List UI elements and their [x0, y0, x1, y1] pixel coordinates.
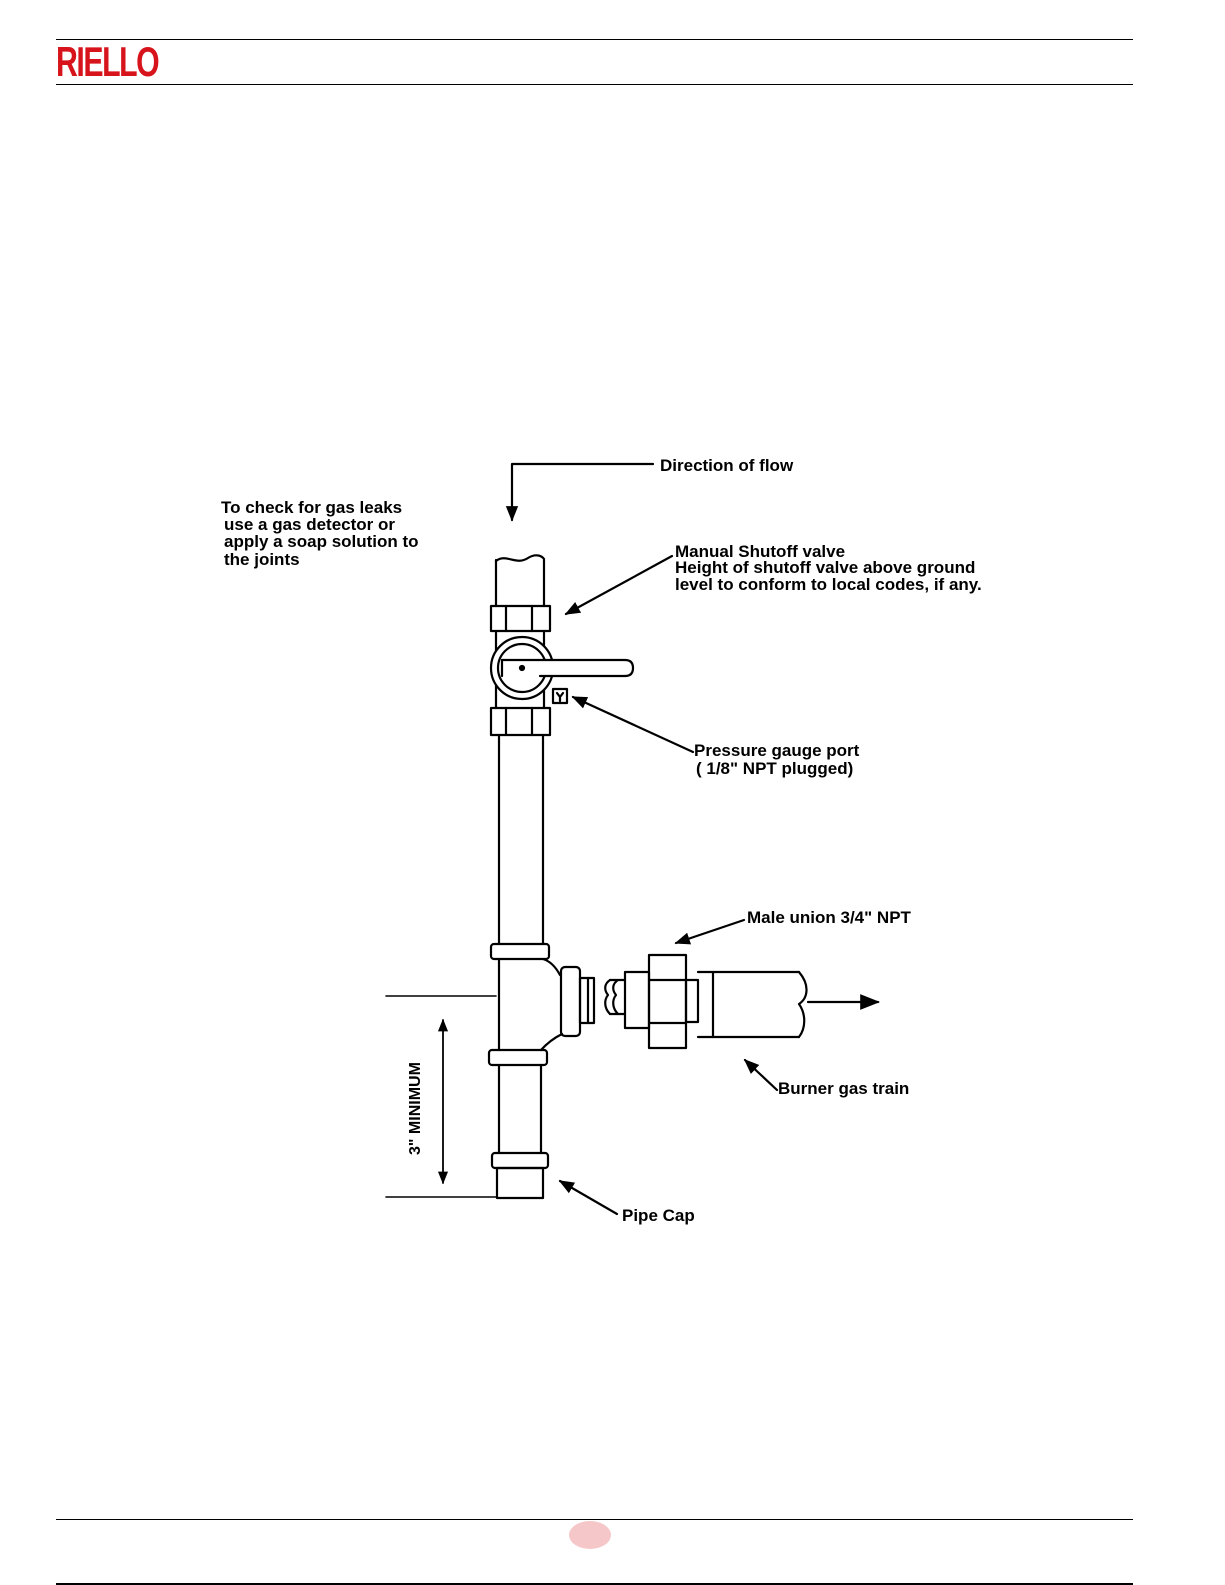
page-number-badge — [569, 1521, 611, 1549]
shutoff-valve — [489, 629, 635, 710]
drip-leg — [490, 1063, 550, 1200]
header-rule-top — [56, 39, 1133, 40]
label-leaks-line-3: apply a soap solution to — [224, 532, 419, 551]
tee-fitting — [487, 942, 596, 1067]
label-valve-line-1: Manual Shutoff valve — [675, 542, 846, 561]
male-union — [604, 953, 700, 1050]
gauge-leader — [571, 695, 695, 754]
label-leaks-line-2: use a gas detector or — [224, 515, 396, 534]
direction-arrow — [505, 462, 655, 522]
header-rule-bottom — [56, 84, 1133, 85]
top-pipe — [494, 554, 546, 608]
label-male-union: Male union 3/4" NPT — [747, 908, 911, 927]
label-direction-of-flow: Direction of flow — [660, 456, 794, 475]
footer-rule-bottom — [56, 1583, 1133, 1585]
footer-rule-top — [56, 1519, 1133, 1520]
riser-pipe — [497, 733, 545, 946]
upper-coupling — [489, 604, 552, 633]
burner-gas-train — [696, 970, 880, 1039]
train-leader — [743, 1058, 779, 1092]
lower-coupling — [489, 706, 552, 737]
label-valve-line-2: Height of shutoff valve above ground — [675, 558, 976, 577]
label-3-inch-minimum: 3" MINIMUM — [407, 1062, 424, 1155]
label-gauge-line-2: ( 1/8" NPT plugged) — [696, 759, 854, 778]
valve-leader — [564, 554, 674, 616]
label-gauge-line-1: Pressure gauge port — [694, 741, 860, 760]
cap-leader — [558, 1179, 619, 1216]
label-burner-gas-train: Burner gas train — [778, 1079, 910, 1098]
riello-logo: RIELLO — [56, 38, 160, 85]
union-leader — [674, 918, 746, 945]
label-leaks-line-1: To check for gas leaks — [221, 498, 403, 517]
label-leaks-line-4: the joints — [224, 550, 300, 569]
label-valve-line-3: level to conform to local codes, if any. — [675, 575, 982, 594]
label-pipe-cap: Pipe Cap — [622, 1206, 695, 1225]
